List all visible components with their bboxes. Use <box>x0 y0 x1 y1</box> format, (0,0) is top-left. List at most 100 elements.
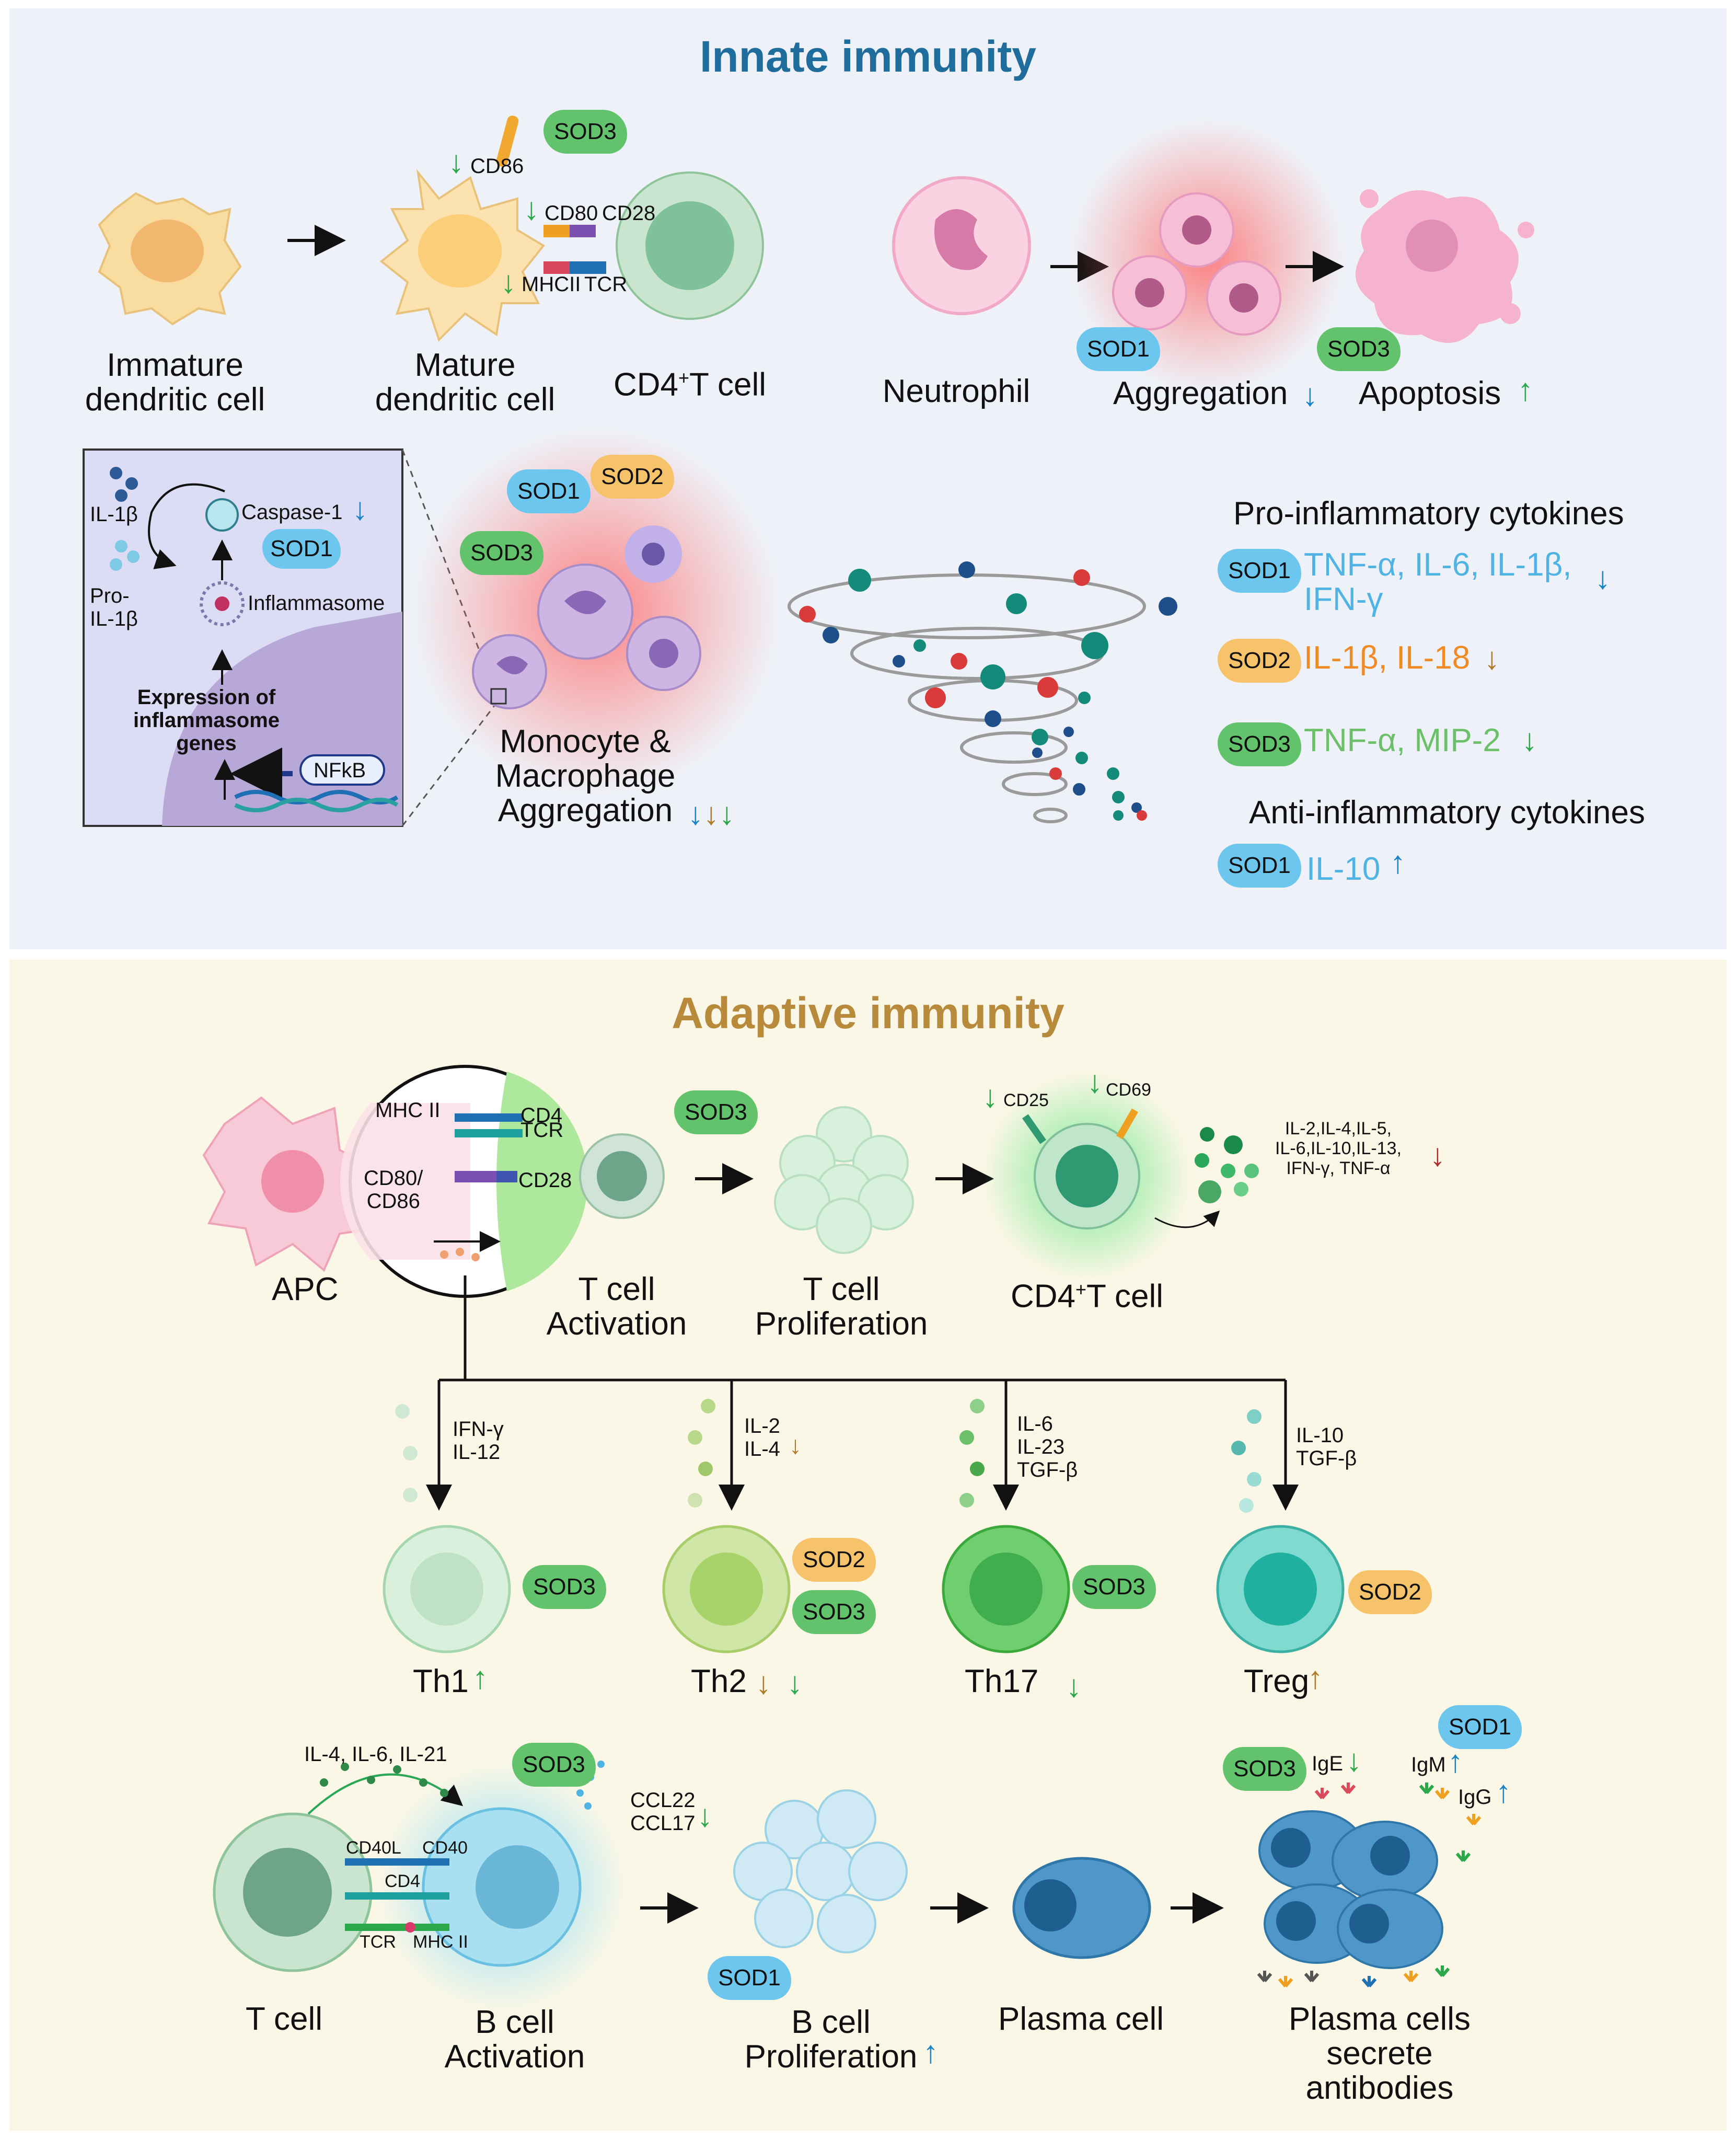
sod1-inset-badge: SOD1 <box>262 529 341 569</box>
pro-il1b-label: Pro- IL-1β <box>90 584 138 630</box>
synapse-mhcii-label: MHC II <box>375 1099 441 1122</box>
cd4-t-cell-innate <box>616 171 764 320</box>
cd25-label: CD25 <box>1003 1090 1049 1110</box>
sod3-cytokines-down-arrow: ↓ <box>1522 722 1537 757</box>
differentiation-tree <box>426 1275 1299 1511</box>
cd4-cytokines-down-arrow: ↓ <box>1430 1137 1445 1172</box>
sod3-neutrophil-badge: SOD3 <box>1317 327 1401 371</box>
activated-cd4-t-cell <box>982 1072 1220 1281</box>
th17-label: Th17 <box>965 1663 1039 1699</box>
ab-sod3-badge: SOD3 <box>1223 1747 1306 1791</box>
ccl-label: CCL22 CCL17 <box>630 1789 696 1835</box>
sod3-dc-badge: SOD3 <box>543 110 627 154</box>
ccl-down-arrow: ↓ <box>697 1798 713 1833</box>
th1-cytokines: IFN-γ IL-12 <box>453 1418 504 1464</box>
aggregation-label: Aggregation <box>1113 375 1288 411</box>
monocyte-label: Monocyte & Macrophage Aggregation <box>495 723 676 829</box>
ige-down-arrow: ↓ <box>1346 1743 1362 1778</box>
sod1-monocyte-badge: SOD1 <box>507 469 591 513</box>
tb-receptors <box>345 1858 449 1933</box>
naive-t-cell <box>579 1133 665 1219</box>
adaptive-title: Adaptive immunity <box>672 988 1064 1038</box>
th17-sod3-badge: SOD3 <box>1072 1565 1156 1609</box>
th1-up-arrow: ↑ <box>472 1660 488 1695</box>
plasma-cell-label: Plasma cell <box>998 2001 1164 2037</box>
adaptive-cd4-t-cell-label: CD4+T cell <box>1010 1278 1164 1315</box>
apoptosis-up-arrow: ↑ <box>1518 372 1533 407</box>
il1b-label: IL-1β <box>90 503 138 526</box>
t-cell-proliferation-cluster <box>774 1106 914 1254</box>
il-signals-label: IL-4, IL-6, IL-21 <box>304 1743 447 1766</box>
cd28-label: CD28 <box>602 202 656 225</box>
treg-up-arrow: ↑ <box>1307 1660 1323 1695</box>
th2-label: Th2 <box>691 1663 747 1699</box>
treg-cytokines: IL-10 TGF-β <box>1296 1424 1357 1470</box>
sod2-cytokine-badge: SOD2 <box>1218 639 1301 683</box>
activated-b-cell <box>376 1762 627 2012</box>
synapse-cd80-label: CD80/ CD86 <box>364 1167 423 1213</box>
monocyte-arrows: ↓↓↓ <box>688 796 735 831</box>
t-activation-label: T cell Activation <box>546 1271 687 1342</box>
expression-label: Expression of inflammasome genes <box>133 686 280 755</box>
neutrophil-cell <box>892 176 1031 315</box>
anti-cytokines: IL-10 <box>1306 851 1381 887</box>
apoptotic-neutrophil <box>1356 189 1534 343</box>
cd69-label: CD69 <box>1106 1080 1151 1100</box>
th2-sod2-badge: SOD2 <box>792 1538 876 1582</box>
caspase-down-arrow: ↓ <box>352 491 368 526</box>
cytokine-particles <box>799 561 1177 821</box>
cd80-label: CD80 <box>545 202 598 225</box>
cd69-down-arrow: ↓ <box>1087 1064 1103 1099</box>
sod3-monocyte-badge: SOD3 <box>460 531 543 575</box>
apc-cell <box>202 1096 378 1272</box>
sod3-cytokines: TNF-α, MIP-2 <box>1304 722 1501 758</box>
il-signal-arc <box>307 1773 464 1815</box>
th17-down-arrow: ↓ <box>1066 1669 1082 1704</box>
th17-cytokines: IL-6 IL-23 TGF-β <box>1017 1412 1078 1481</box>
cd4-t-cell-label: CD4+T cell <box>613 366 767 403</box>
igm-up-arrow: ↑ <box>1448 1744 1463 1779</box>
mature-dc-label: Mature dendritic cell <box>375 347 555 418</box>
anti-inflammatory-title: Anti-inflammatory cytokines <box>1249 795 1646 831</box>
th1-sod3-badge: SOD3 <box>523 1565 606 1609</box>
il-signal-dots <box>320 1763 448 1797</box>
th2-brown-down-arrow: ↓ <box>756 1665 771 1700</box>
th-cells <box>383 1525 1345 1653</box>
sod2-cytokines-down-arrow: ↓ <box>1484 641 1500 676</box>
igm-label: IgM <box>1411 1753 1446 1776</box>
ige-label: IgE <box>1312 1752 1344 1775</box>
neutrophil-label: Neutrophil <box>882 373 1031 409</box>
synapse-cd4-label: CD4 <box>520 1104 563 1127</box>
immature-dendritic-cell <box>98 192 242 326</box>
inflammasome-label: Inflammasome <box>248 592 385 615</box>
sod2-monocyte-badge: SOD2 <box>591 455 674 499</box>
cd4-bcell-label: CD4 <box>385 1871 421 1891</box>
b-cell-proliferation-cluster <box>733 1789 908 1953</box>
mhcii-down-arrow: ↓ <box>501 264 516 300</box>
mhcii-label: MHCII <box>522 273 581 296</box>
synapse-receptors <box>543 225 606 274</box>
tcr-label: TCR <box>584 273 628 296</box>
antibody-secreting-plasma-cells <box>1258 1810 1443 1969</box>
cd40-label: CD40 <box>422 1838 468 1858</box>
apoptosis-label: Apoptosis <box>1359 375 1501 411</box>
branch-particles <box>395 1399 1262 1513</box>
cd86-down-arrow: ↓ <box>448 144 464 179</box>
apc-label: APC <box>272 1271 339 1307</box>
sod3-adaptive-badge: SOD3 <box>674 1090 758 1134</box>
bcell-sod3-badge: SOD3 <box>512 1743 596 1787</box>
inflammasome-inset <box>83 448 403 827</box>
treg-label: Treg <box>1244 1663 1310 1699</box>
caspase-label: Caspase-1 <box>241 501 343 524</box>
cytokine-storm-spiral <box>788 573 1146 823</box>
b-proliferation-label: B cell Proliferation <box>744 2004 918 2075</box>
helper-t-cell-b <box>213 1812 373 1972</box>
mhcii-bcell-label: MHC II <box>413 1932 468 1952</box>
th1-label: Th1 <box>413 1663 469 1699</box>
sod1-cytokines: TNF-α, IL-6, IL-1β, IFN-γ <box>1304 547 1572 617</box>
cd80-down-arrow: ↓ <box>524 191 539 226</box>
th2-cytokine-down-arrow: ↓ <box>789 1432 802 1459</box>
cd4-cytokines-label: IL-2,IL-4,IL-5, IL-6,IL-10,IL-13, IFN-γ,… <box>1275 1119 1402 1178</box>
plasma-secrete-label: Plasma cells secrete antibodies <box>1289 2001 1471 2106</box>
